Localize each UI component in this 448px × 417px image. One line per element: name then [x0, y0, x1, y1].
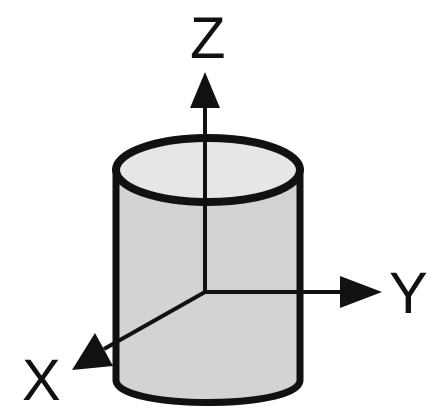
y-axis-arrowhead: [340, 276, 382, 308]
x-axis-line: [103, 290, 206, 351]
y-axis-label: Y: [389, 261, 428, 326]
x-axis-arrowhead: [72, 333, 113, 370]
cylinder: [112, 134, 304, 406]
axes: [72, 72, 382, 370]
cylinder-body: [112, 166, 304, 406]
cylinder-top: [112, 134, 304, 206]
axis-labels: Z Y X: [22, 6, 428, 413]
x-axis-label: X: [22, 348, 61, 413]
z-axis-label: Z: [190, 6, 225, 71]
z-axis-arrowhead: [190, 72, 220, 108]
